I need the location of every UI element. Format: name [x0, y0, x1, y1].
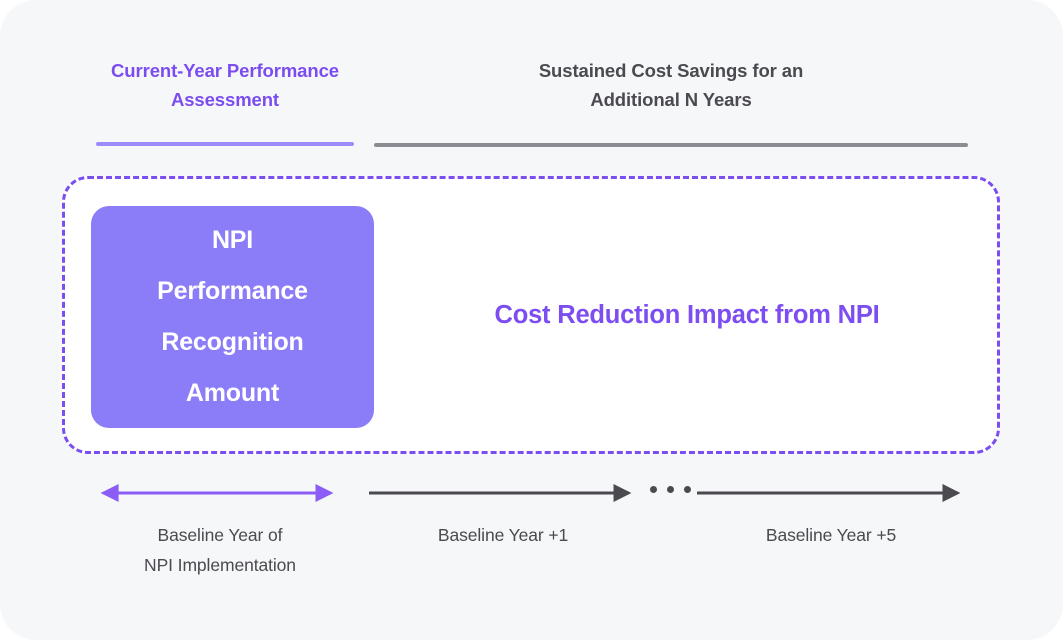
cost-reduction-impact-label: Cost Reduction Impact from NPI — [494, 300, 880, 329]
header-row: Current-Year Performance Assessment Sust… — [0, 56, 1063, 152]
npi-performance-recognition-amount-box: NPI Performance Recognition Amount — [91, 206, 374, 428]
npi-box-line-2: Performance — [157, 277, 308, 305]
caption-1-line-2: NPI Implementation — [144, 555, 296, 575]
dashed-outline-panel: NPI Performance Recognition Amount Cost … — [62, 176, 1000, 454]
header-left-line-1: Current-Year Performance — [111, 60, 339, 81]
header-right-line-1: Sustained Cost Savings for an — [538, 60, 804, 81]
caption-baseline-year-plus-1: Baseline Year +1 — [437, 525, 569, 545]
npi-box-line-3: Recognition — [161, 328, 304, 356]
header-right-underline — [374, 143, 968, 147]
timeline-arrows — [0, 474, 1063, 514]
caption-baseline-year: Baseline Year of NPI Implementation — [80, 520, 360, 580]
ellipsis-dot-2 — [667, 486, 674, 493]
header-left-underline — [96, 142, 354, 146]
ellipsis-dot-3 — [684, 486, 691, 493]
timeline-captions: Baseline Year of NPI Implementation Base… — [0, 520, 1063, 600]
header-current-year-performance: Current-Year Performance Assessment — [96, 56, 354, 114]
header-left-title: Current-Year Performance Assessment — [96, 56, 354, 114]
npi-box-line-4: Amount — [185, 379, 280, 407]
timeline-arrow-svg — [100, 484, 961, 502]
header-left-line-2: Assessment — [170, 89, 279, 110]
header-sustained-cost-savings: Sustained Cost Savings for an Additional… — [374, 56, 968, 114]
header-right-line-2: Additional N Years — [590, 89, 752, 110]
caption-1-line-1: Baseline Year of — [157, 525, 283, 545]
caption-baseline-year-plus-5: Baseline Year +5 — [765, 525, 897, 545]
npi-box-line-1: NPI — [211, 226, 254, 254]
ellipsis-dot-1 — [650, 486, 657, 493]
header-right-title: Sustained Cost Savings for an Additional… — [374, 56, 968, 114]
timeline-ellipsis-dots — [650, 486, 691, 493]
